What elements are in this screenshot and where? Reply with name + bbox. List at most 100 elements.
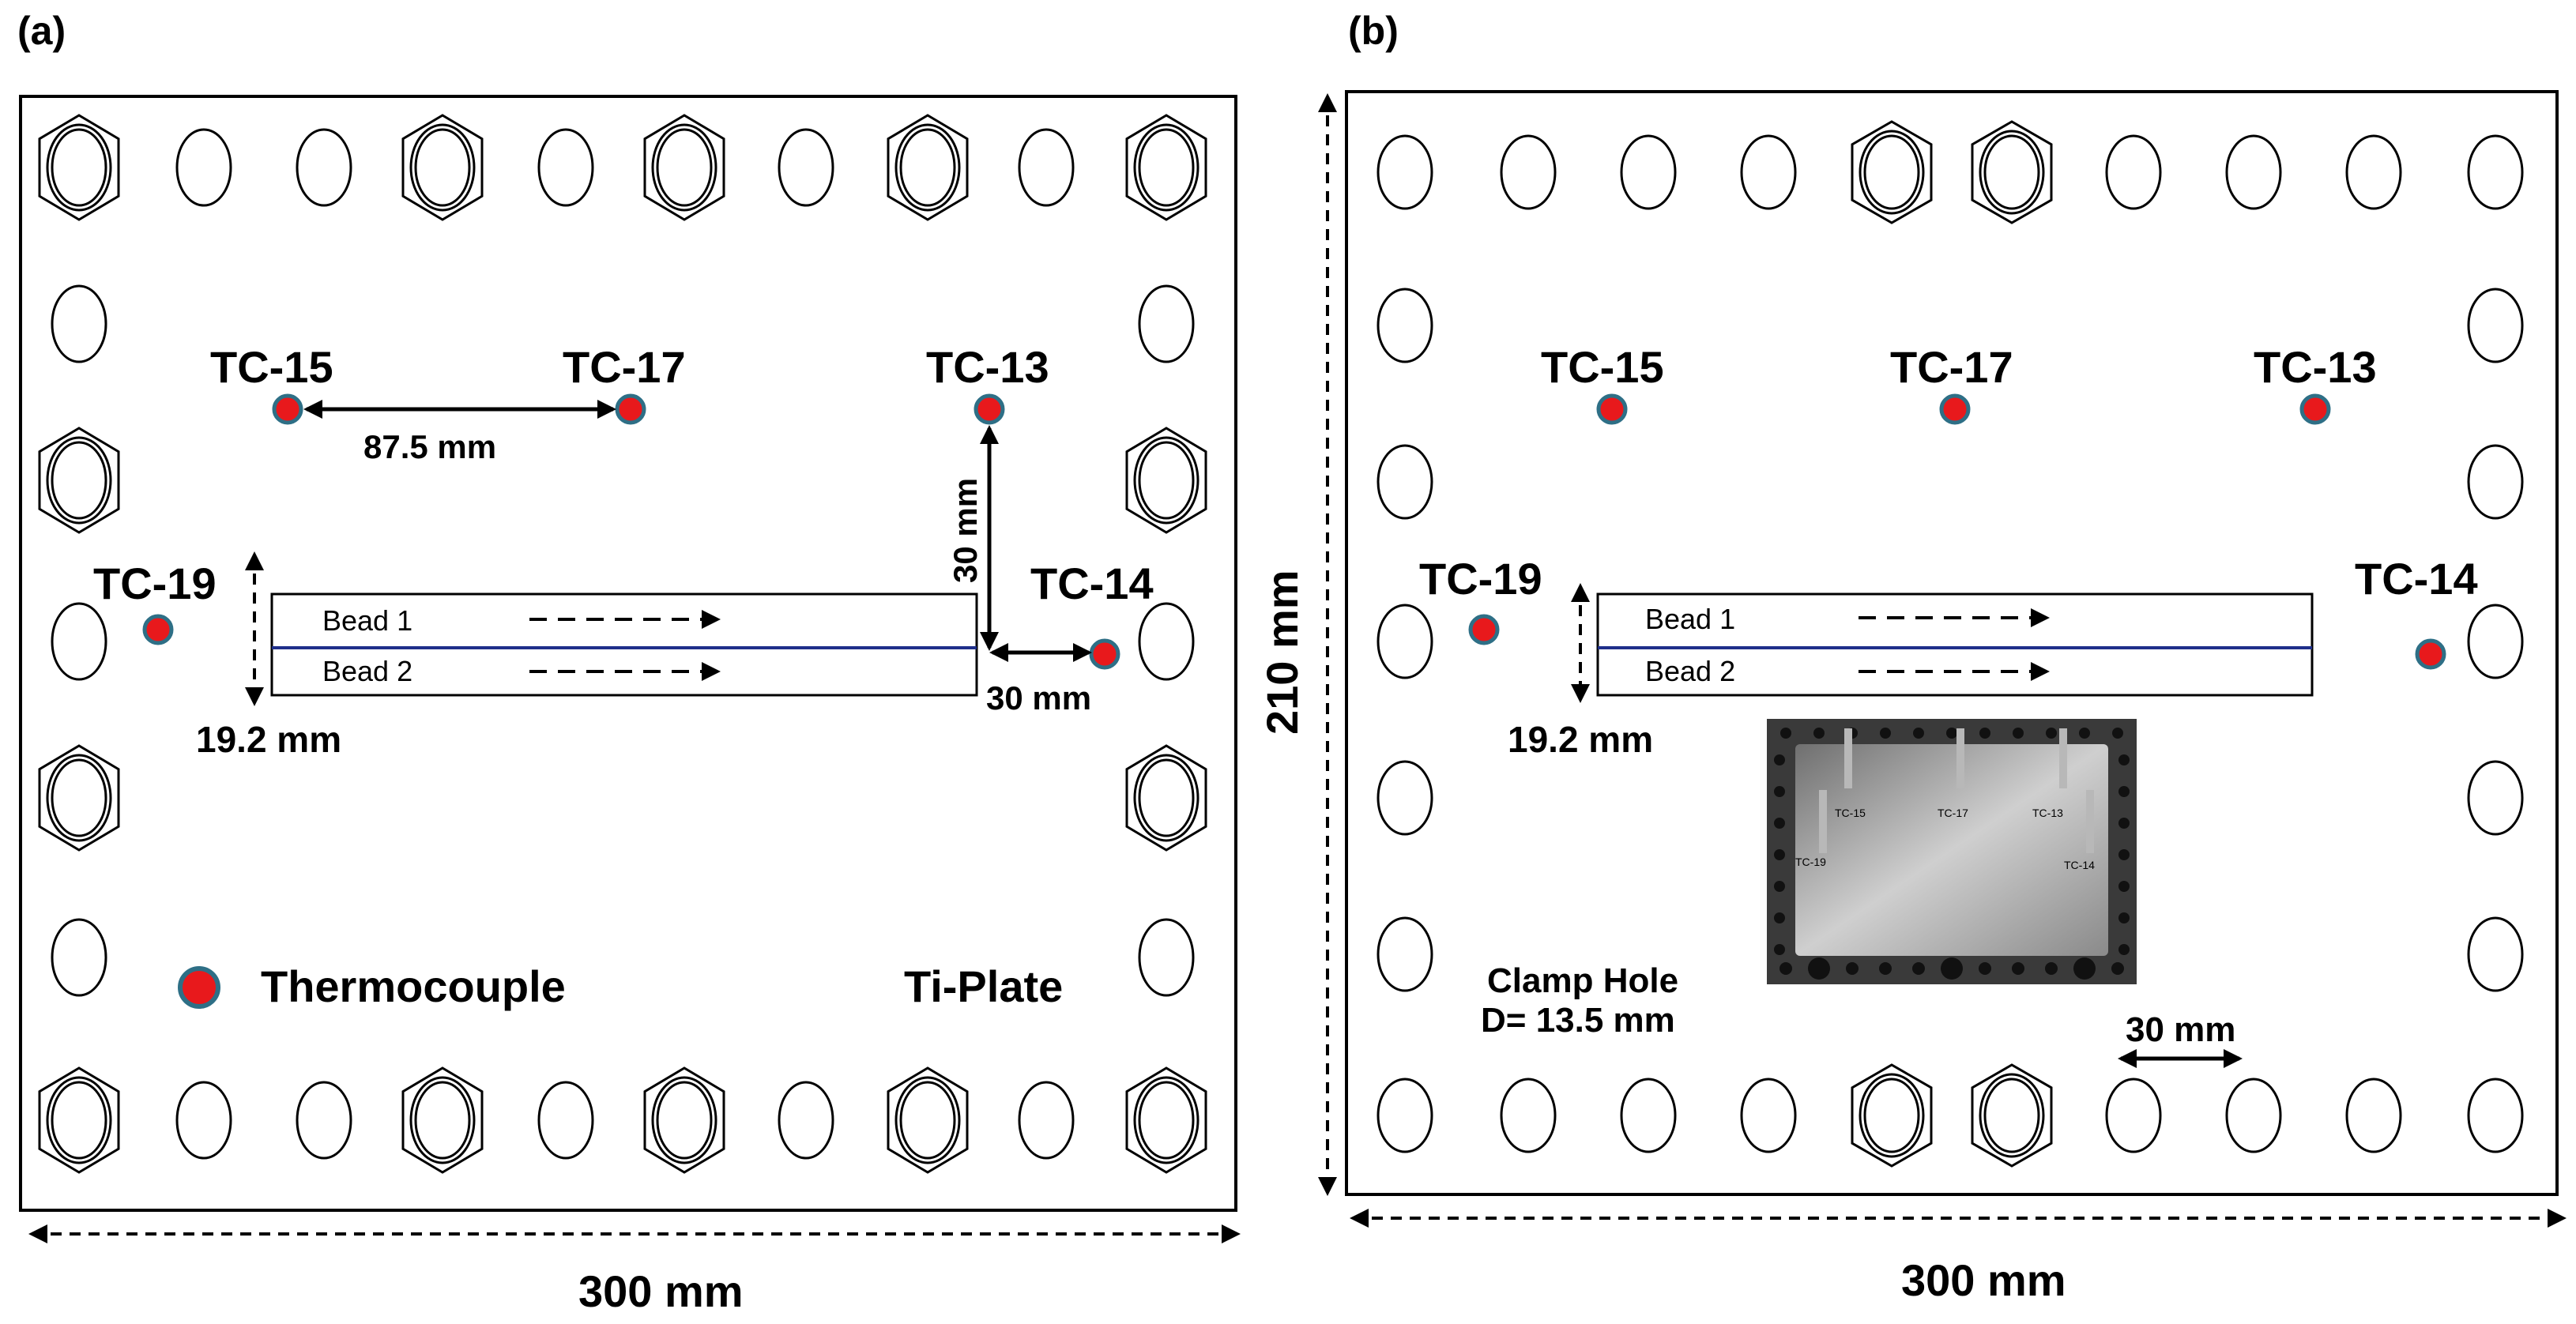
panel-a: (a) Bead 1 Bead 2 TC-15 TC-17 TC-13 TC-1… xyxy=(17,9,1241,1316)
panel-b-bead-2-label: Bead 2 xyxy=(1645,655,1735,687)
panel-b-clamp-hole-label: Clamp Hole xyxy=(1487,961,1678,1000)
panel-b-photo-plate xyxy=(1795,744,2108,956)
clamp-hole-top xyxy=(401,114,484,221)
panel-a-tc-19-marker xyxy=(142,614,174,645)
clamp-hole-bottom xyxy=(296,1081,352,1160)
photo-bolt xyxy=(2013,728,2024,739)
panel-b-photo-tc-13-label: TC-13 xyxy=(2032,807,2063,819)
bolt-washer-ring xyxy=(409,1076,476,1164)
clamp-hole-left xyxy=(1377,444,1433,520)
clamp-hole-bottom xyxy=(175,1081,232,1160)
clamp-hole-left xyxy=(1377,916,1433,992)
photo-bolt xyxy=(1779,962,1792,975)
bolt-washer-ring xyxy=(46,436,112,525)
clamp-hole-bottom xyxy=(1620,1078,1677,1153)
clamp-hole-bottom xyxy=(1851,1063,1933,1168)
photo-bolt xyxy=(1880,728,1891,739)
clamp-hole-right xyxy=(2467,916,2524,992)
photo-bolt xyxy=(1946,728,1957,739)
photo-bolt xyxy=(1774,912,1785,923)
clamp-hole-bottom xyxy=(1500,1078,1557,1153)
photo-bolt xyxy=(1846,962,1859,975)
clamp-hole-right xyxy=(1125,427,1207,534)
bolt-washer-ring xyxy=(409,123,476,212)
panel-a-clamp-holes xyxy=(38,114,1207,1174)
panel-a-tc-13-marker xyxy=(974,393,1005,425)
panel-b-height-label: 210 mm xyxy=(1257,570,1307,735)
photo-bolt xyxy=(2118,754,2130,765)
panel-b-tc-14-marker xyxy=(2415,638,2446,670)
panel-a-bead-width-label: 19.2 mm xyxy=(196,719,341,760)
photo-bolt xyxy=(2118,881,2130,892)
bolt-washer-ring xyxy=(1979,130,2045,215)
panel-b-bead-1-label: Bead 1 xyxy=(1645,603,1735,635)
panel-b-photo-tc-probe-2 xyxy=(1956,728,1964,788)
bolt-hole xyxy=(1138,1081,1195,1160)
photo-bolt xyxy=(1913,728,1924,739)
clamp-hole-left xyxy=(38,427,120,534)
panel-b-tc-19-label: TC-19 xyxy=(1419,554,1542,604)
panel-a-width-label: 300 mm xyxy=(578,1266,744,1316)
panel-b-clamp-holes xyxy=(1377,120,2524,1168)
panel-b-photo-tc-19-label: TC-19 xyxy=(1795,856,1826,868)
photo-bolt xyxy=(1774,944,1785,955)
panel-b-tc-17-marker xyxy=(1939,393,1971,425)
panel-a-tc-15-label: TC-15 xyxy=(210,342,333,392)
clamp-hole-right xyxy=(2467,604,2524,679)
clamp-hole-left xyxy=(1377,760,1433,836)
photo-bolt xyxy=(2118,912,2130,923)
clamp-hole-right xyxy=(1138,918,1195,997)
panel-a-tc-15-marker xyxy=(272,393,303,425)
clamp-hole-top xyxy=(1377,134,1433,210)
bolt-hole xyxy=(656,1081,713,1160)
panel-b: (b) Bead 1 Bead 2 TC-15 TC-17 TC-13 TC-1… xyxy=(1257,9,2567,1305)
clamp-hole-bottom xyxy=(643,1066,725,1174)
clamp-hole-bottom xyxy=(2467,1078,2524,1153)
photo-bolt xyxy=(2112,728,2123,739)
panel-a-thermocouple-markers xyxy=(142,393,1120,670)
clamp-hole-bottom xyxy=(2105,1078,2162,1153)
clamp-hole-top xyxy=(1125,114,1207,221)
photo-bolt xyxy=(2046,728,2057,739)
clamp-hole-top xyxy=(2345,134,2402,210)
bolt-hole xyxy=(414,1081,471,1160)
photo-bolt xyxy=(1774,849,1785,860)
clamp-hole-bottom xyxy=(2225,1078,2282,1153)
bolt-washer-ring xyxy=(1133,754,1199,842)
panel-b-tc-15-label: TC-15 xyxy=(1541,342,1664,392)
bolt-washer-ring xyxy=(46,123,112,212)
clamp-hole-bottom xyxy=(1971,1063,2053,1168)
panel-b-bead-width-label: 19.2 mm xyxy=(1508,719,1653,760)
bolt-washer-ring xyxy=(894,123,961,212)
clamp-hole-left xyxy=(38,744,120,852)
photo-bolt xyxy=(1979,962,1991,975)
photo-bolt xyxy=(2079,728,2090,739)
panel-b-thermocouple-markers xyxy=(1468,393,2446,670)
panel-b-photo-tc-probe-1 xyxy=(1844,728,1852,788)
clamp-hole-top xyxy=(2467,134,2524,210)
panel-b-photo-bolts xyxy=(1774,728,2130,980)
bolt-washer-ring xyxy=(1859,130,1925,215)
clamp-hole-top xyxy=(778,128,834,207)
bolt-hole xyxy=(51,758,107,837)
clamp-hole-right xyxy=(1138,602,1195,681)
clamp-hole-left xyxy=(51,602,107,681)
panel-a-plate-outline xyxy=(19,95,1237,1212)
photo-bolt xyxy=(1808,957,1830,980)
clamp-hole-left xyxy=(1377,604,1433,679)
panel-a-label: (a) xyxy=(17,9,66,53)
panel-a-tc-19-label: TC-19 xyxy=(93,559,217,608)
bolt-hole xyxy=(51,441,107,520)
bolt-washer-ring xyxy=(1859,1073,1925,1158)
panel-b-tc-14-label: TC-14 xyxy=(2355,554,2478,604)
panel-b-label: (b) xyxy=(1348,9,1399,53)
clamp-hole-right xyxy=(2467,760,2524,836)
photo-bolt xyxy=(1780,728,1791,739)
panel-b-width-label: 300 mm xyxy=(1901,1255,2066,1305)
photo-bolt xyxy=(1941,957,1963,980)
panel-a-bead-2-label: Bead 2 xyxy=(322,655,412,687)
clamp-hole-left xyxy=(1377,288,1433,363)
panel-a-bead-1-label: Bead 1 xyxy=(322,604,412,637)
panel-b-tc-19-marker xyxy=(1468,614,1500,645)
panel-b-tc-17-label: TC-17 xyxy=(1890,342,2013,392)
